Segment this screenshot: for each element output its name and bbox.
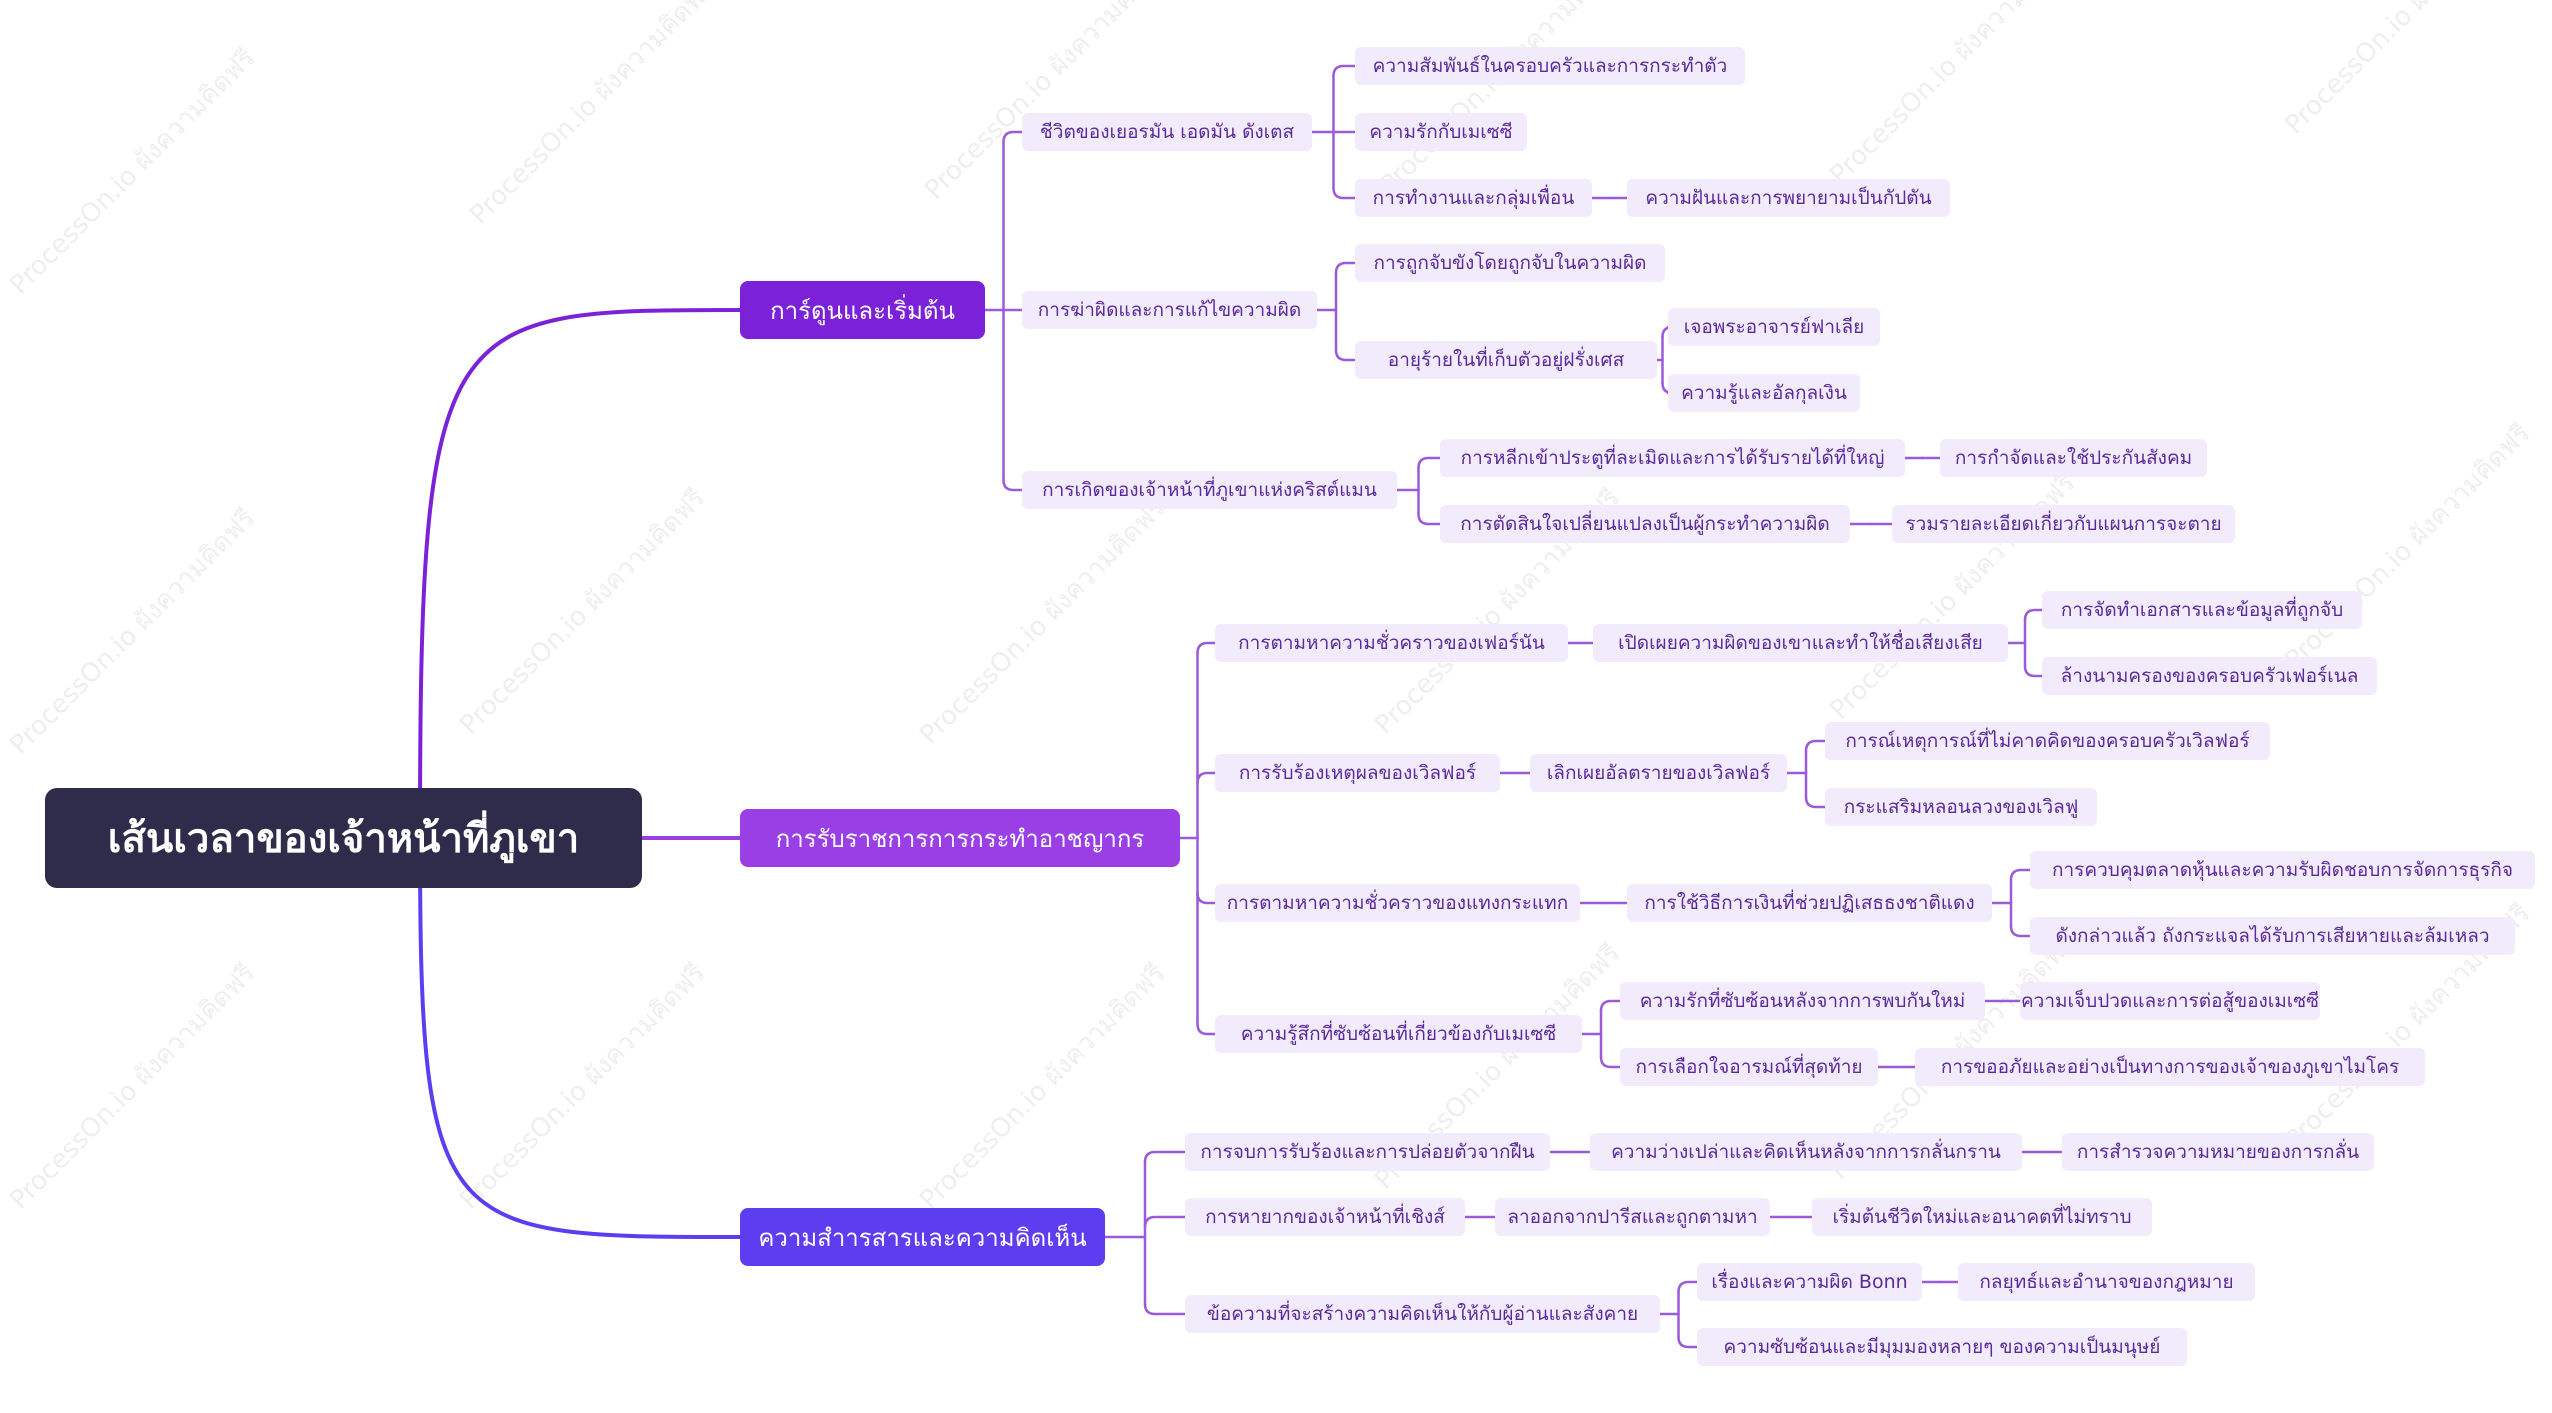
subtopic-node[interactable]: การถูกจับขังโดยถูกจับในความผิด bbox=[1355, 244, 1665, 282]
subtopic-node[interactable]: การหายากของเจ้าหน้าที่เชิงส์ bbox=[1185, 1198, 1465, 1236]
subtopic-node[interactable]: การควบคุมตลาดหุ้นและความรับผิดชอบการจัดก… bbox=[2030, 851, 2535, 889]
subtopic-node[interactable]: ชีวิตของเยอรมัน เอดมัน ดังเตส bbox=[1022, 113, 1312, 151]
subtopic-node[interactable]: การทำงานและกลุ่มเพื่อน bbox=[1355, 179, 1592, 217]
subtopic-node[interactable]: ความซับซ้อนและมีมุมมองหลายๆ ของความเป็นม… bbox=[1697, 1328, 2187, 1366]
subtopic-node[interactable]: การเกิดของเจ้าหน้าที่ภูเขาแห่งคริสต์แมน bbox=[1022, 471, 1397, 509]
root-topic[interactable]: เส้นเวลาของเจ้าหน้าที่ภูเขา bbox=[45, 788, 642, 888]
subtopic-node[interactable]: การใช้วิธีการเงินที่ช่วยปฏิเสธธงชาติแดง bbox=[1627, 884, 1992, 922]
subtopic-node[interactable]: กระแสริมหลอนลวงของเวิลฟู bbox=[1825, 788, 2097, 826]
subtopic-node[interactable]: ความรักที่ซับซ้อนหลังจากการพบกันใหม่ bbox=[1620, 982, 1985, 1020]
subtopic-node[interactable]: เรื่องและความผิด Bonn bbox=[1697, 1263, 1922, 1301]
subtopic-node[interactable]: ดังกล่าวแล้ว ถังกระแจลได้รับการเสียหายแล… bbox=[2030, 917, 2515, 955]
main-topic-node[interactable]: การ์ดูนและเริ่มต้น bbox=[740, 281, 985, 339]
subtopic-node[interactable]: การขออภัยและอย่างเป็นทางการของเจ้าของภูเ… bbox=[1915, 1048, 2425, 1086]
subtopic-node[interactable]: การเลือกใจอารมณ์ที่สุดท้าย bbox=[1620, 1048, 1878, 1086]
subtopic-node[interactable]: การหลีกเข้าประตูที่ละเมิดและการได้รับราย… bbox=[1440, 439, 1905, 477]
subtopic-node[interactable]: ล้างนามครองของครอบครัวเฟอร์เนล bbox=[2042, 657, 2377, 695]
subtopic-node[interactable]: ลาออกจากปารีสและถูกตามหา bbox=[1495, 1198, 1770, 1236]
subtopic-node[interactable]: ความเจ็บปวดและการต่อสู้ของเมเซซี bbox=[2020, 982, 2320, 1020]
subtopic-node[interactable]: ข้อความที่จะสร้างความคิดเห็นให้กับผู้อ่า… bbox=[1185, 1295, 1660, 1333]
subtopic-node[interactable]: การตามหาความชั่วคราวของเฟอร์นัน bbox=[1215, 624, 1568, 662]
subtopic-node[interactable]: การฆ่าผิดและการแก้ไขความผิด bbox=[1022, 291, 1317, 329]
subtopic-node[interactable]: ความรู้และอัลกุลเงิน bbox=[1668, 374, 1860, 412]
subtopic-node[interactable]: ความฝันและการพยายามเป็นกัปตัน bbox=[1627, 179, 1950, 217]
subtopic-node[interactable]: เปิดเผยความผิดของเขาและทำให้ชื่อเสียงเสี… bbox=[1593, 624, 2008, 662]
subtopic-node[interactable]: ความรู้สึกที่ซับซ้อนที่เกี่ยวข้องกับเมเซ… bbox=[1215, 1015, 1582, 1053]
subtopic-node[interactable]: การรับร้องเหตุผลของเวิลฟอร์ bbox=[1215, 754, 1500, 792]
subtopic-node[interactable]: การณ์เหตุการณ์ที่ไม่คาดคิดของครอบครัวเวิ… bbox=[1825, 722, 2270, 760]
subtopic-node[interactable]: เลิกเผยอัลตรายของเวิลฟอร์ bbox=[1530, 754, 1787, 792]
subtopic-node[interactable]: ความรักกับเมเซซี bbox=[1355, 113, 1527, 151]
subtopic-node[interactable]: เจอพระอาจารย์ฟาเลีย bbox=[1668, 308, 1880, 346]
subtopic-node[interactable]: การจัดทำเอกสารและข้อมูลที่ถูกจับ bbox=[2042, 591, 2362, 629]
subtopic-node[interactable]: การตัดสินใจเปลี่ยนแปลงเป็นผู้กระทำความผิ… bbox=[1440, 505, 1850, 543]
subtopic-node[interactable]: กลยุทธ์และอำนาจของกฎหมาย bbox=[1958, 1263, 2255, 1301]
subtopic-node[interactable]: เริ่มต้นชีวิตใหม่และอนาคตที่ไม่ทราบ bbox=[1812, 1198, 2152, 1236]
subtopic-node[interactable]: ความสัมพันธ์ในครอบครัวและการกระทำตัว bbox=[1355, 47, 1745, 85]
subtopic-node[interactable]: รวมรายละเอียดเกี่ยวกับแผนการจะตาย bbox=[1892, 505, 2235, 543]
subtopic-node[interactable]: การกำจัดและใช้ประกันสังคม bbox=[1940, 439, 2207, 477]
main-topic-node[interactable]: การรับราชการการกระทำอาชญากร bbox=[740, 809, 1180, 867]
subtopic-node[interactable]: การสำรวจความหมายของการกลั่น bbox=[2062, 1133, 2374, 1171]
subtopic-node[interactable]: อายุร้ายในที่เก็บตัวอยู่ฝรั่งเศส bbox=[1355, 341, 1657, 379]
subtopic-node[interactable]: การจบการรับร้องและการปล่อยตัวจากฝืน bbox=[1185, 1133, 1550, 1171]
main-topic-node[interactable]: ความสำารสารและความคิดเห็น bbox=[740, 1208, 1105, 1266]
subtopic-node[interactable]: การตามหาความชั่วคราวของแทงกระแทก bbox=[1215, 884, 1580, 922]
subtopic-node[interactable]: ความว่างเปล่าและคิดเห็นหลังจากการกลั่นกร… bbox=[1590, 1133, 2022, 1171]
